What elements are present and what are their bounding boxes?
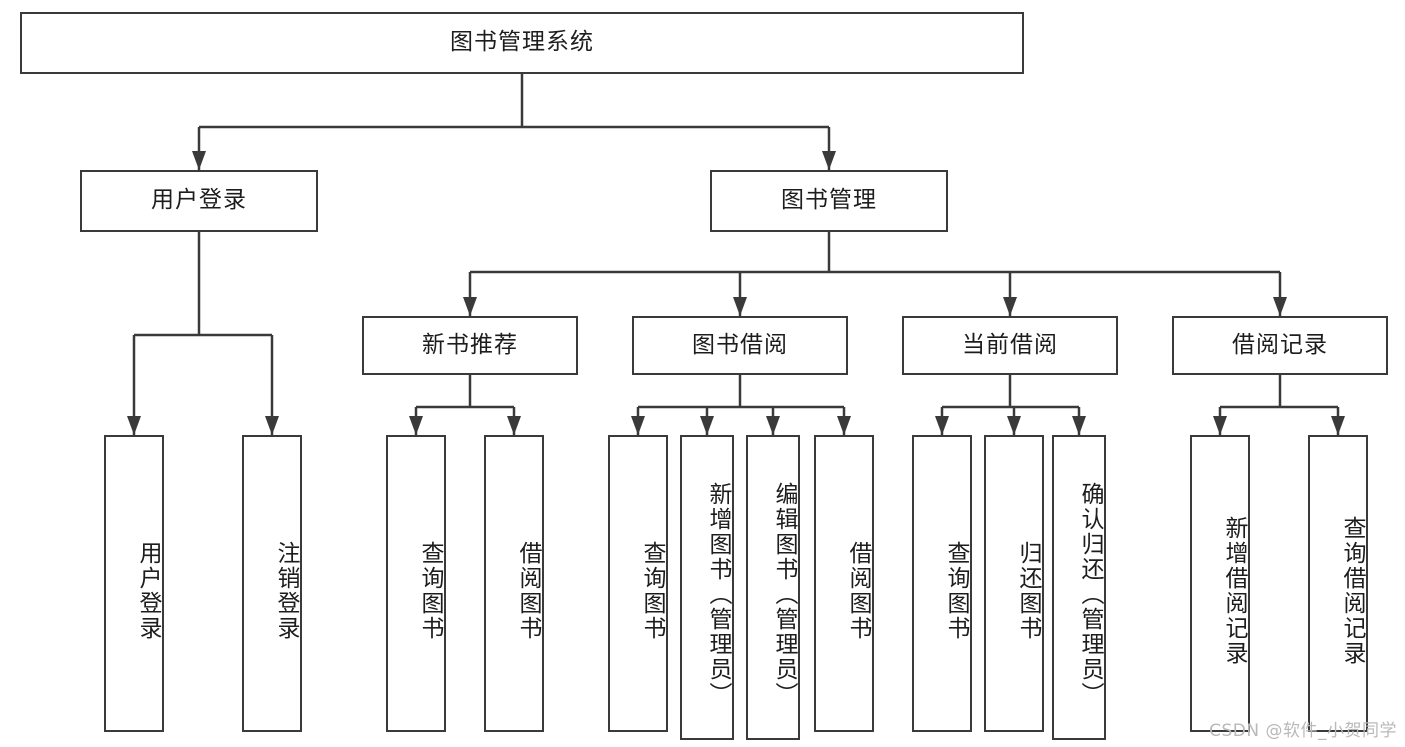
node-label: 查询图书 [639,540,665,641]
edge-arrowhead [733,297,747,316]
node-n_borrow[interactable]: 借阅图书 [484,435,544,732]
edge-arrowhead [1072,416,1086,435]
edge-arrowhead [631,416,645,435]
node-label: 查询借阅记录 [1339,515,1365,666]
edge-arrowhead [1273,297,1287,316]
node-label: 当前借阅 [962,331,1058,358]
node-r_add[interactable]: 新增借阅记录 [1190,435,1250,732]
node-n_query[interactable]: 查询图书 [386,435,446,732]
edge-arrowhead [265,416,279,435]
node-label: 借阅记录 [1232,331,1328,358]
edge-arrowhead [1213,416,1227,435]
edge-arrowhead [463,297,477,316]
node-label: 图书借阅 [692,331,788,358]
node-login[interactable]: 用户登录 [80,170,318,232]
edge-arrowhead [192,151,206,170]
node-label: 确认归还（管理员） [1077,482,1103,707]
edge-arrowhead [822,151,836,170]
node-label: 新增借阅记录 [1221,515,1247,666]
node-records[interactable]: 借阅记录 [1172,316,1388,375]
node-current[interactable]: 当前借阅 [902,316,1118,375]
node-label: 借阅图书 [515,540,541,641]
node-root[interactable]: 图书管理系统 [20,12,1024,74]
edge-arrowhead [935,416,949,435]
edge-arrowhead [507,416,521,435]
edge-arrowhead [1003,297,1017,316]
node-label: 查询图书 [417,540,443,641]
edge-arrowhead [409,416,423,435]
node-label: 用户登录 [135,540,161,641]
node-label: 查询图书 [943,540,969,641]
node-label: 新增图书（管理员） [705,482,731,707]
node-b_edit[interactable]: 编辑图书（管理员） [746,435,800,740]
edge-arrowhead [127,416,141,435]
node-label: 注销登录 [273,540,299,641]
node-b_lend[interactable]: 借阅图书 [814,435,874,732]
node-bookmgmt[interactable]: 图书管理 [710,170,948,232]
edge-arrowhead [1331,416,1345,435]
node-borrow[interactable]: 图书借阅 [632,316,848,375]
node-label: 编辑图书（管理员） [771,482,797,707]
node-newrec[interactable]: 新书推荐 [362,316,578,375]
edge-arrowhead [766,416,780,435]
node-l_login[interactable]: 用户登录 [104,435,164,732]
node-b_query[interactable]: 查询图书 [608,435,668,732]
node-label: 用户登录 [151,187,247,214]
node-label: 图书管理系统 [450,29,594,56]
node-c_confirm[interactable]: 确认归还（管理员） [1052,435,1106,740]
edge-arrowhead [700,416,714,435]
edge-arrowhead [837,416,851,435]
node-b_add[interactable]: 新增图书（管理员） [680,435,734,740]
node-label: 归还图书 [1015,540,1041,641]
node-r_query[interactable]: 查询借阅记录 [1308,435,1368,732]
node-c_return[interactable]: 归还图书 [984,435,1044,732]
node-c_query[interactable]: 查询图书 [912,435,972,732]
watermark: CSDN @软件_小贺同学 [1209,721,1397,741]
edge-arrowhead [1007,416,1021,435]
node-label: 图书管理 [781,187,877,214]
node-label: 借阅图书 [845,540,871,641]
node-label: 新书推荐 [422,331,518,358]
node-l_logout[interactable]: 注销登录 [242,435,302,732]
